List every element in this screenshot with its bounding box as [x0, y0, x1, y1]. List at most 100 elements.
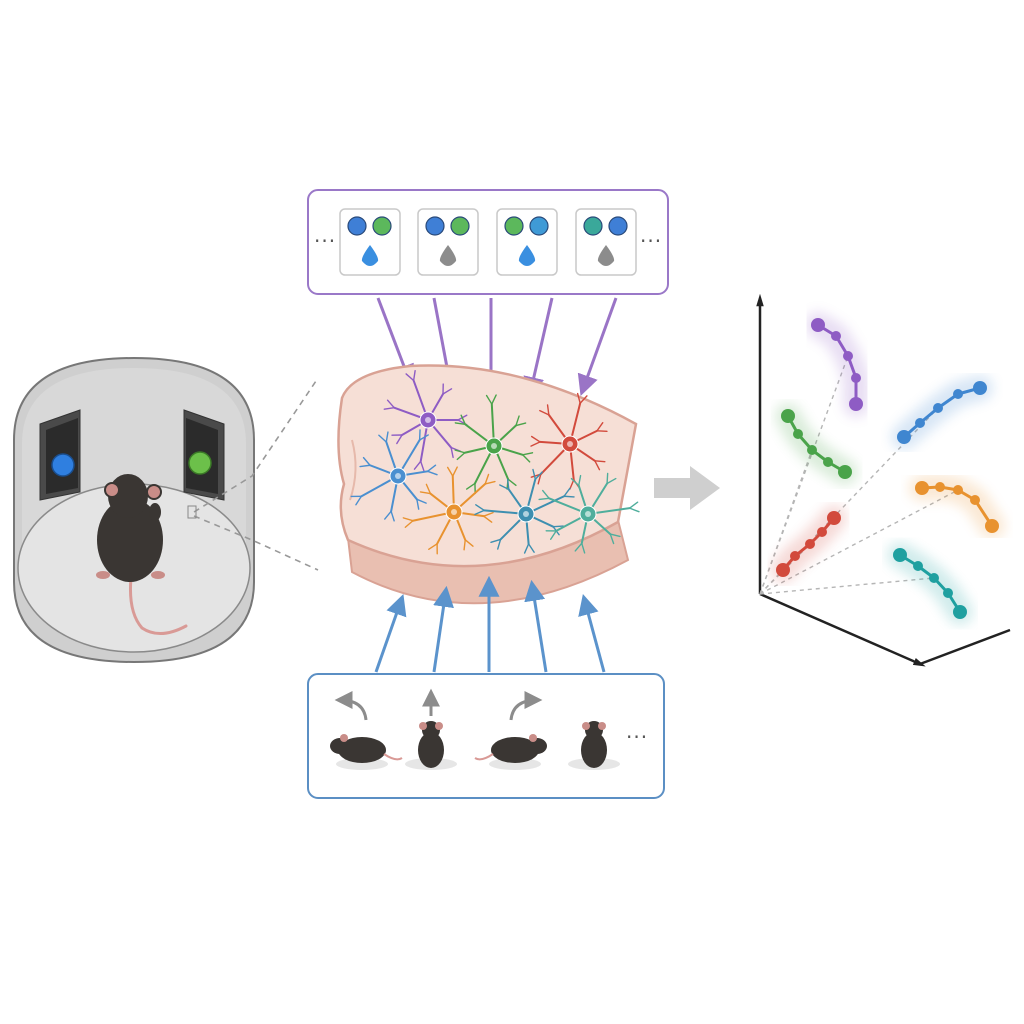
behavior-mouse — [405, 688, 457, 770]
neuron-nucleus — [567, 441, 573, 447]
trajectory-point — [915, 481, 929, 495]
dendrite-branch — [594, 460, 606, 463]
neuron — [350, 429, 438, 522]
trajectory-point — [953, 485, 963, 495]
trajectory-point — [985, 519, 999, 533]
dendrite-branch — [539, 409, 550, 416]
mouse-tail — [474, 753, 494, 761]
dendrite-branch — [538, 497, 550, 501]
dendrite-branch — [359, 464, 371, 468]
dendrite-branch — [546, 404, 550, 416]
dendrite-branch — [412, 369, 416, 382]
dendrite-branch — [527, 543, 535, 553]
trajectory-point — [851, 373, 861, 383]
neuron-nucleus — [451, 509, 457, 515]
dendrite-branch — [405, 373, 415, 382]
dendrite-branch — [534, 471, 543, 480]
dendrite-branch — [628, 507, 640, 513]
dendrite-branch — [576, 392, 581, 404]
neuron-nucleus — [523, 511, 529, 517]
dendrite-branch — [413, 460, 422, 470]
neuron-nucleus — [395, 473, 401, 479]
water-drop-icon — [597, 245, 615, 266]
behavior-frame — [307, 673, 665, 799]
trajectory-point — [781, 409, 795, 423]
dendrite-branch — [523, 543, 530, 554]
trajectory — [909, 474, 1005, 539]
dendrite-branch — [452, 466, 458, 477]
dendrite-branch — [483, 511, 494, 517]
neuron — [538, 472, 640, 554]
mouse-ear — [419, 722, 427, 730]
trajectory-point — [953, 605, 967, 619]
dendrite-branch — [378, 434, 387, 443]
stimulus-ellipsis-right: ··· — [640, 229, 662, 253]
mouse-head — [527, 738, 547, 754]
trajectory-point — [827, 511, 841, 525]
dendrite-branch — [606, 477, 617, 485]
cue-light-icon — [347, 216, 367, 236]
mouse-ear — [529, 734, 537, 742]
dendrite-branch — [416, 498, 427, 504]
neural-trajectories — [770, 312, 1005, 625]
mouse-body — [338, 737, 386, 763]
trajectory-point — [913, 561, 923, 571]
dendrite-branch — [446, 466, 454, 477]
zoom-marker — [187, 505, 197, 519]
stimulus-panel: ··· ··· — [307, 189, 669, 295]
dendrite-branch — [384, 510, 392, 520]
mouse-ear — [582, 722, 590, 730]
dendrite-branch — [454, 422, 466, 426]
tissue-slab — [337, 364, 638, 568]
neuron — [454, 394, 534, 495]
behavior-ellipsis: ··· — [626, 725, 648, 749]
cue-light-icon — [583, 216, 603, 236]
trajectory-point — [805, 539, 815, 549]
dendrite-branch — [537, 473, 542, 485]
trajectory-point — [915, 418, 925, 428]
trajectory-point — [776, 563, 790, 577]
stimulus-card — [417, 208, 479, 276]
turn-right-arrow-icon — [509, 691, 543, 721]
dendrite-branch — [609, 533, 621, 538]
trajectory — [891, 375, 993, 450]
mouse-shadow — [336, 758, 388, 770]
dendrite-branch — [594, 460, 601, 471]
dendrite-branch — [596, 421, 604, 432]
projection-line — [759, 577, 935, 595]
trajectory-point — [933, 403, 943, 413]
behavior-arrow — [374, 594, 407, 673]
stimulus-arrow — [523, 297, 554, 399]
dendrite-branch — [484, 473, 490, 485]
dendrite-branch — [578, 474, 582, 487]
behavior-arrow — [578, 593, 606, 673]
dendrite-branch — [428, 543, 438, 550]
right-port — [183, 409, 225, 501]
dendrite-branch — [542, 489, 550, 499]
cue-light-icon — [608, 216, 628, 236]
trajectory-point — [793, 429, 803, 439]
dendrite-branch — [426, 464, 437, 473]
trajectory-point — [897, 430, 911, 444]
behavior-mouse — [568, 721, 620, 770]
dendrite-branch — [563, 487, 571, 497]
dendrite-branch — [490, 538, 502, 543]
dendrite-branch — [497, 538, 502, 550]
dendrite-branch — [570, 477, 580, 487]
dendrite-branch — [464, 539, 474, 547]
mouse-ear — [340, 734, 348, 742]
dendrite-branch — [563, 495, 575, 498]
neuron — [383, 369, 468, 472]
neuron-nucleus — [491, 443, 497, 449]
trajectory — [775, 403, 858, 485]
dendrite-branch — [569, 479, 575, 490]
axis-horizontal — [919, 628, 1011, 666]
stimulus-card — [339, 208, 401, 276]
dendrite-branch — [515, 415, 520, 427]
mouse-body — [418, 732, 444, 768]
dendrite-branch — [628, 501, 639, 509]
dendrite-branch — [385, 431, 389, 443]
stimulus-arrow — [577, 297, 618, 396]
right-port-light — [188, 451, 212, 475]
trajectory-point — [973, 381, 987, 395]
